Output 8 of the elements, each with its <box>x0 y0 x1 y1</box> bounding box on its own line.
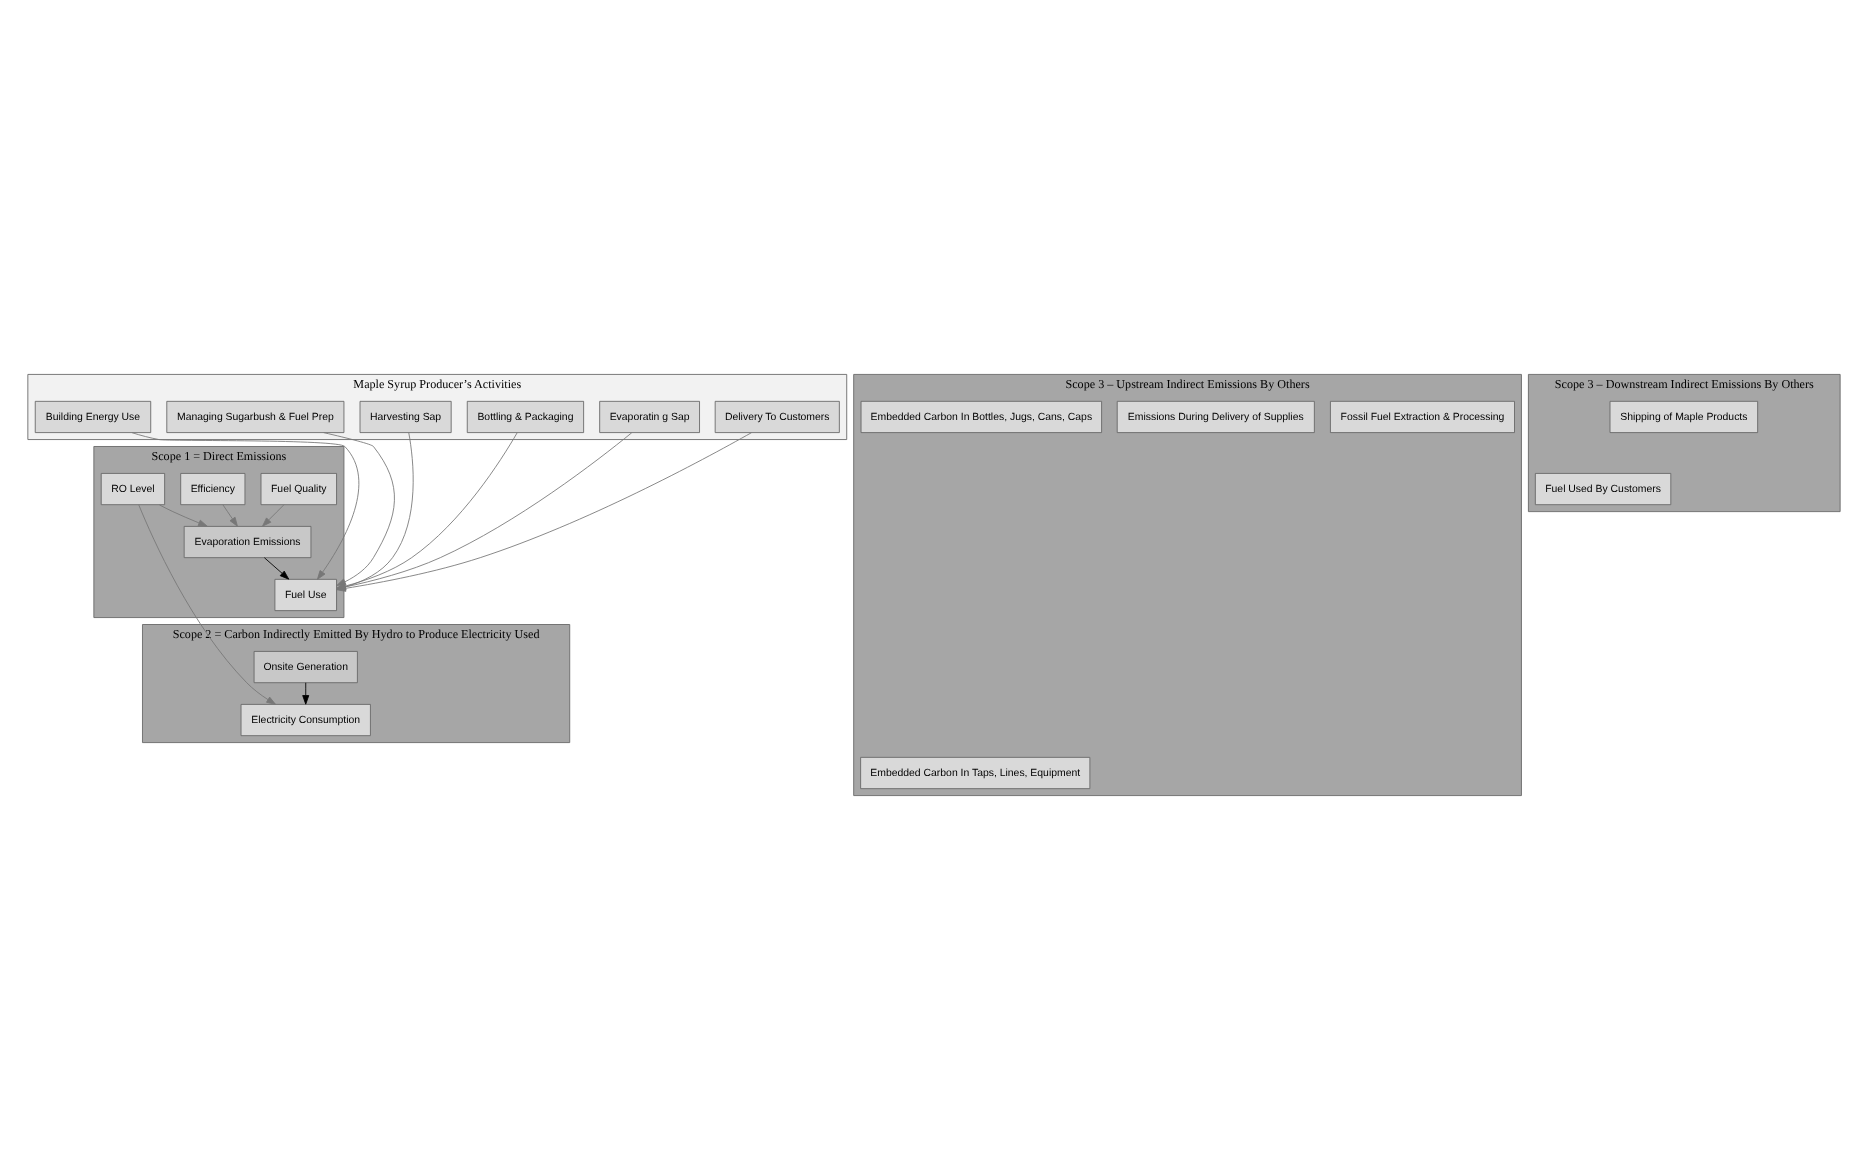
arrow <box>263 557 290 580</box>
arrow <box>222 504 238 527</box>
arrow <box>302 682 310 705</box>
arrow <box>138 504 276 705</box>
arrow <box>262 504 285 527</box>
arrow <box>323 432 395 586</box>
arrow <box>158 504 208 527</box>
arrow <box>131 432 360 580</box>
